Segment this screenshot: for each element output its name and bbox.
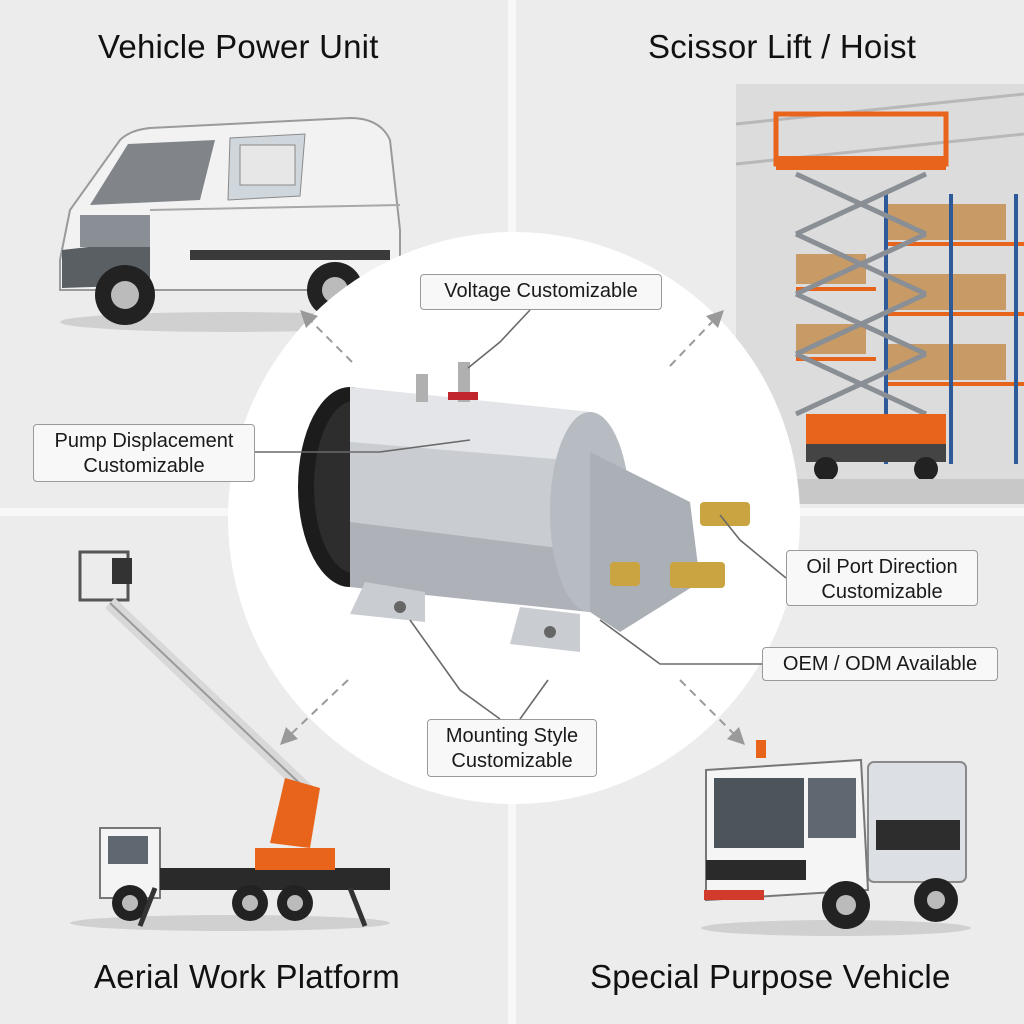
title-scissor-lift-hoist: Scissor Lift / Hoist bbox=[648, 28, 917, 65]
street-sweeper-illustration bbox=[701, 740, 971, 936]
callout-pump-line1: Pump Displacement bbox=[54, 430, 234, 452]
callout-pump-line2: Customizable bbox=[83, 455, 205, 477]
callout-oil-line2: Customizable bbox=[821, 581, 943, 603]
title-aerial-work-platform: Aerial Work Platform bbox=[94, 958, 400, 995]
callout-oil-port-direction: Oil Port Direction Customizable bbox=[786, 550, 978, 606]
title-special-purpose-vehicle: Special Purpose Vehicle bbox=[590, 958, 951, 995]
callout-pump-displacement: Pump Displacement Customizable bbox=[33, 424, 255, 482]
callout-oem-text: OEM / ODM Available bbox=[782, 653, 978, 675]
callout-mount-line1: Mounting Style bbox=[445, 725, 579, 747]
callout-voltage: Voltage Customizable bbox=[420, 274, 662, 310]
callout-oil-line1: Oil Port Direction bbox=[806, 556, 958, 578]
callout-mount-line2: Customizable bbox=[451, 750, 573, 772]
callout-mounting-style: Mounting Style Customizable bbox=[427, 719, 597, 777]
title-vehicle-power-unit: Vehicle Power Unit bbox=[98, 28, 379, 65]
hydraulic-tank-icon bbox=[239, 144, 296, 186]
callout-oem-odm: OEM / ODM Available bbox=[762, 647, 998, 681]
callout-voltage-text: Voltage Customizable bbox=[444, 280, 638, 302]
aerial-platform-truck-illustration bbox=[70, 550, 390, 931]
dc-motor-pump-illustration bbox=[298, 362, 750, 652]
